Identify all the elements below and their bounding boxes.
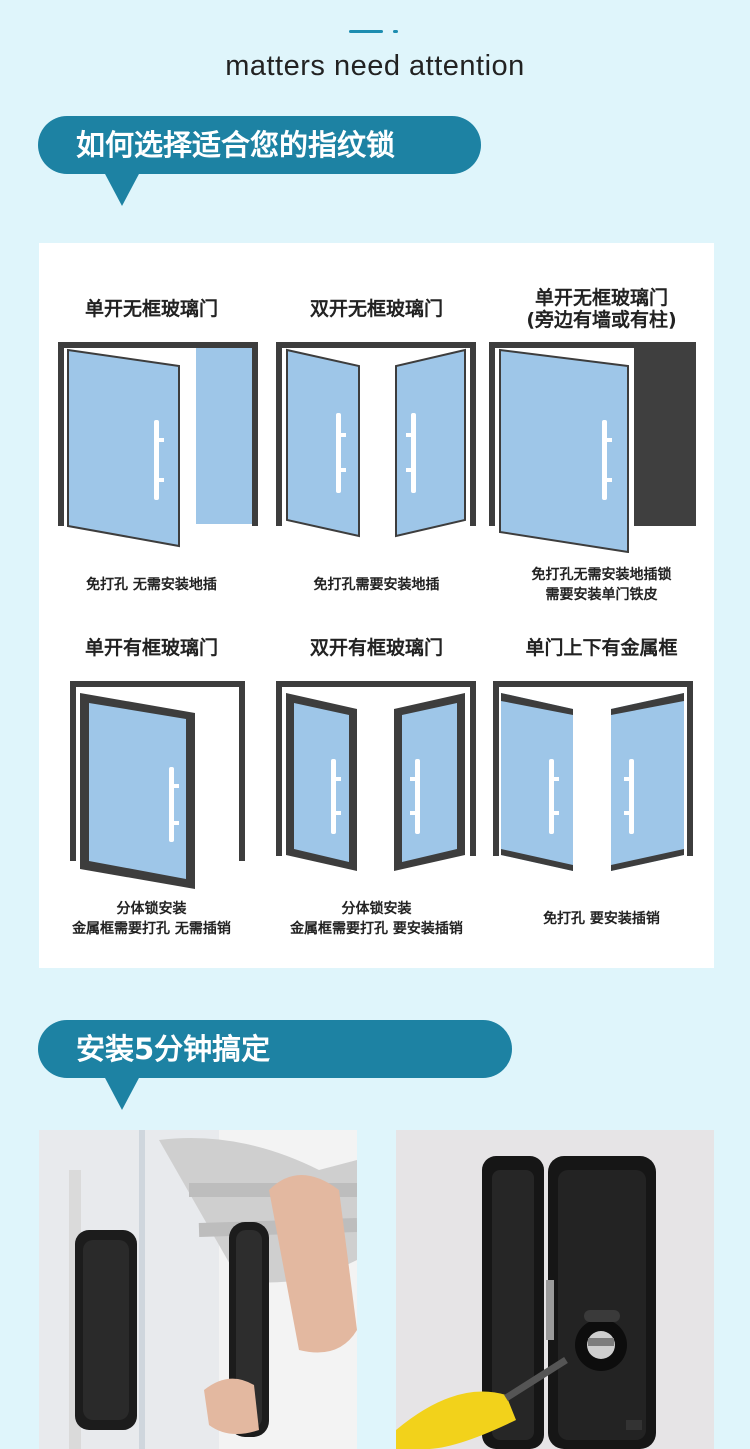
section-title-choose-lock: 如何选择适合您的指纹锁 <box>38 116 481 206</box>
door-type-title: 单开无框玻璃门 <box>84 298 218 320</box>
cropped-header-title: ▂▂▂▂▂▂▂▂▂▂▂▂▂ <box>0 0 750 8</box>
door-type-card: 单开有框玻璃门 分体锁安装 金属框需要打孔 无需插销 <box>39 613 264 968</box>
section-title-text: 安装5分钟搞定 <box>76 1032 271 1066</box>
lock-screwdriver-illustration <box>396 1130 714 1449</box>
door-type-title: 单门上下有金属框 <box>525 637 678 659</box>
door-type-card: 双开有框玻璃门 分体锁安装 金属框需要打孔 要安装插销 <box>264 613 489 968</box>
door-type-caption-2: 金属框需要打孔 要安装插销 <box>290 921 463 937</box>
single-frameless-door-illustration <box>58 342 258 548</box>
door-type-caption-2: 需要安装单门铁皮 <box>545 587 658 603</box>
lock-mounting-illustration <box>39 1130 357 1449</box>
door-type-card: 双开无框玻璃门 免打孔需要安装地插 <box>264 243 489 603</box>
header-divider <box>349 30 383 33</box>
door-type-caption: 免打孔 要安装插销 <box>543 911 660 927</box>
door-type-card: 单开无框玻璃门 (旁边有墙或有柱) 免打孔无需安装地插锁 需要安装单门铁皮 <box>489 243 714 603</box>
door-type-caption: 免打孔需要安装地插 <box>313 577 440 593</box>
door-type-title: 双开无框玻璃门 <box>309 298 443 320</box>
section-title-install: 安装5分钟搞定 <box>38 1020 512 1110</box>
metal-frame-door-illustration <box>493 681 693 871</box>
pill-pointer <box>104 1076 140 1110</box>
page-subtitle: matters need attention <box>225 50 525 82</box>
door-type-title: 单开有框玻璃门 <box>84 637 218 659</box>
door-type-card: 单门上下有金属框 免打孔 要安装插销 <box>489 613 714 968</box>
door-type-caption: 免打孔无需安装地插锁 <box>531 567 672 583</box>
door-type-card: 单开无框玻璃门 免打孔 无需安装地插 <box>39 243 264 603</box>
section-title-text: 如何选择适合您的指纹锁 <box>76 128 396 162</box>
header-divider-dot <box>393 30 398 33</box>
door-type-caption: 免打孔 无需安装地插 <box>86 577 217 593</box>
double-frameless-door-illustration <box>276 342 476 538</box>
door-type-caption: 分体锁安装 <box>341 901 412 917</box>
single-framed-door-illustration <box>70 681 245 889</box>
door-type-title: 单开无框玻璃门 <box>534 287 668 309</box>
door-type-title: 双开有框玻璃门 <box>309 637 443 659</box>
door-types-panel: 单开无框玻璃门 免打孔 无需安装地插 双开无框玻璃门 <box>39 243 714 968</box>
double-framed-door-illustration <box>276 681 476 871</box>
install-photo-screwdriver <box>396 1130 714 1449</box>
door-type-title-note: (旁边有墙或有柱) <box>526 309 677 331</box>
door-type-caption: 分体锁安装 <box>116 901 187 917</box>
door-type-caption-2: 金属框需要打孔 无需插销 <box>72 921 231 937</box>
pill-pointer <box>104 172 140 206</box>
install-photo-mounting <box>39 1130 357 1449</box>
single-frameless-wall-door-illustration <box>489 342 696 553</box>
